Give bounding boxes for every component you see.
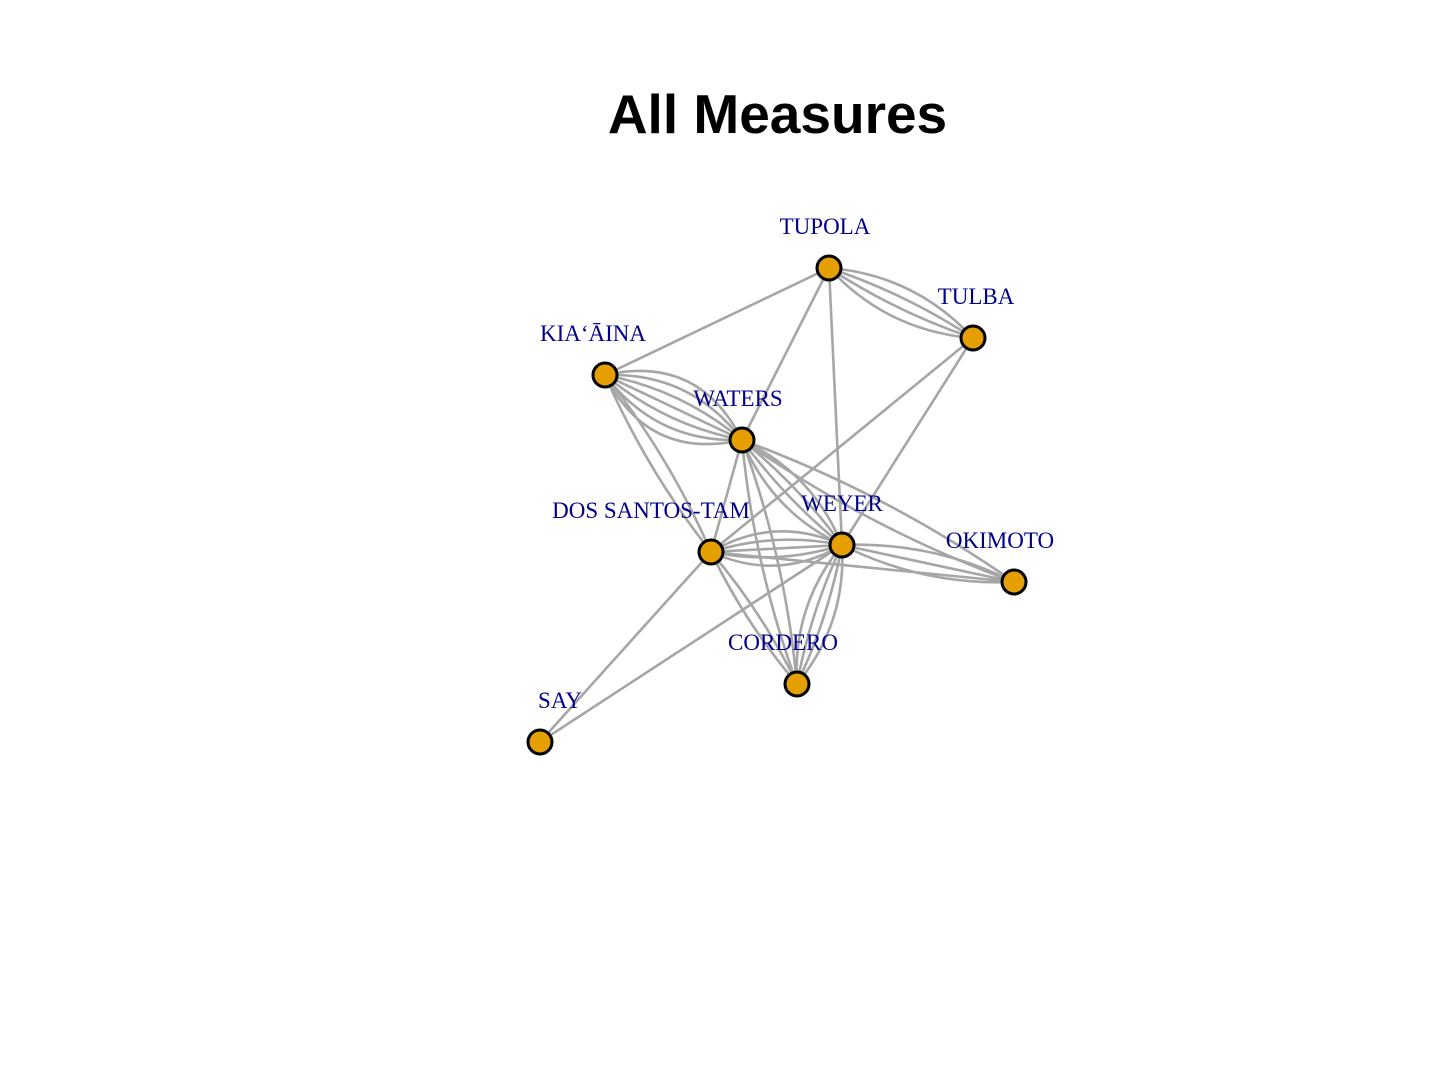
node-tulba[interactable] [959,324,987,352]
node-waters[interactable] [728,426,756,454]
edge-waters-weyer-3 [740,439,843,547]
edge-tulba-dossantos-1 [710,336,974,554]
edge-kiaaina-waters-2 [604,373,744,441]
node-tupola[interactable] [815,254,843,282]
node-label-kiaaina: KIA‘ĀINA [540,321,646,346]
edge-dossantos-say-1 [539,551,712,743]
node-label-cordero: CORDERO [728,630,838,655]
edge-kiaaina-waters-3 [604,373,743,441]
edge-waters-okimoto-2 [741,438,1015,584]
edge-waters-dossantos-1 [709,439,744,553]
edge-weyer-cordero-3 [795,544,844,685]
edge-weyer-say-1 [539,543,843,744]
node-weyer[interactable] [828,531,856,559]
edge-tupola-tulba-1 [828,266,974,339]
edge-tupola-tulba-4 [828,267,974,340]
edge-tupola-weyer-1 [827,267,844,546]
edge-dossantos-weyer-3 [710,543,843,554]
node-label-dossantos: DOS SANTOS-TAM [552,498,750,523]
edge-tupola-kiaaina-1 [604,266,830,377]
edge-kiaaina-dossantos-2 [603,374,713,553]
node-label-okimoto: OKIMOTO [946,528,1054,553]
node-kiaaina[interactable] [591,361,619,389]
edge-waters-cordero-1 [740,439,799,685]
edge-waters-weyer-1 [741,438,844,546]
node-dossantos[interactable] [697,538,725,566]
edge-kiaaina-waters-7 [603,374,743,446]
node-label-waters: WATERS [693,386,782,411]
label-layer: TUPOLA TULBA KIA‘ĀINA WATERS DOS SANTOS-TAM W… [538,214,1054,713]
edge-tulba-weyer-1 [840,337,975,546]
edge-waters-weyer-2 [741,438,844,546]
edge-weyer-okimoto-3 [841,543,1015,584]
edge-kiaaina-waters-4 [604,373,743,442]
edge-waters-weyer-4 [740,439,843,547]
node-label-weyer: WEYER [801,491,883,516]
edge-tupola-tulba-3 [828,266,974,340]
edge-waters-cordero-2 [740,439,799,685]
edge-layer [539,266,1015,744]
chart-title: All Measures [607,83,948,145]
edge-waters-okimoto-1 [741,438,1015,584]
edge-dossantos-weyer-5 [710,543,843,567]
edge-weyer-cordero-1 [795,544,844,685]
edge-dossantos-cordero-2 [709,551,798,685]
node-okimoto[interactable] [1000,568,1028,596]
edge-weyer-okimoto-2 [841,543,1015,584]
edge-weyer-cordero-2 [795,544,844,685]
node-layer [526,254,1028,756]
edge-kiaaina-waters-1 [604,369,744,441]
edge-dossantos-weyer-2 [710,538,843,554]
edge-dossantos-cordero-1 [710,551,799,685]
node-say[interactable] [526,728,554,756]
edge-kiaaina-waters-5 [604,374,743,442]
edge-kiaaina-dossantos-1 [603,374,713,553]
edge-weyer-cordero-4 [795,544,844,685]
edge-tupola-tulba-2 [828,266,974,340]
node-label-tupola: TUPOLA [780,214,871,239]
node-label-tulba: TULBA [938,284,1015,309]
edge-tupola-waters-1 [740,267,831,441]
edge-dossantos-weyer-1 [710,530,843,554]
node-label-say: SAY [538,688,582,713]
edge-dossantos-okimoto-1 [710,550,1015,584]
edge-weyer-okimoto-1 [841,543,1015,584]
node-cordero[interactable] [783,670,811,698]
